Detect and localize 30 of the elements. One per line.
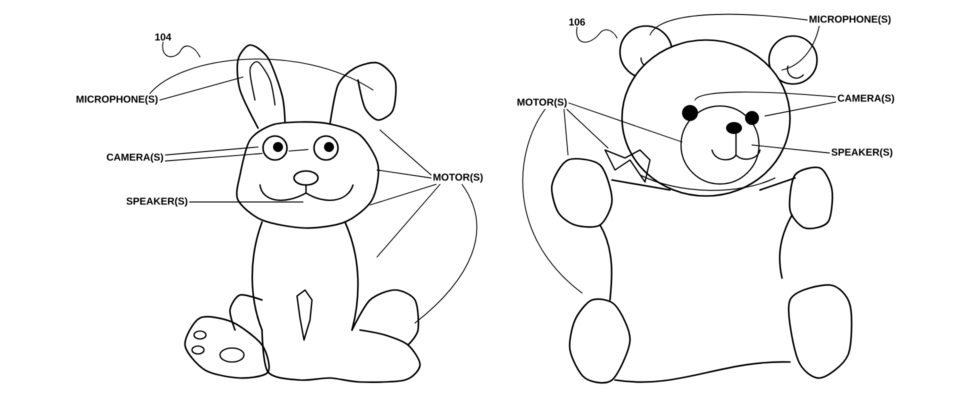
leader-line xyxy=(414,184,478,324)
leader-line xyxy=(566,108,608,148)
leader-line xyxy=(376,170,432,178)
callout-label: CAMERA(S) xyxy=(106,153,164,163)
callout-label: MOTOR(S) xyxy=(434,173,483,183)
leader-line xyxy=(370,184,437,206)
leader-line xyxy=(376,184,440,258)
callout-label: MICROPHONE(S) xyxy=(76,95,158,105)
leader-line xyxy=(576,26,618,43)
leader-line xyxy=(164,146,258,156)
leader-line xyxy=(149,58,374,94)
leader-line xyxy=(650,14,808,36)
leader-line xyxy=(564,108,568,156)
callout-label: MICROPHONE(S) xyxy=(810,15,891,25)
leader-line xyxy=(764,102,836,116)
callout-label: 106 xyxy=(569,18,585,26)
leader-line xyxy=(522,108,582,294)
leader-line xyxy=(159,76,244,100)
leader-line xyxy=(164,149,308,162)
leader-line xyxy=(694,92,836,100)
callout-label: CAMERA(S) xyxy=(838,94,894,104)
callout-label: MOTOR(S) xyxy=(518,98,567,108)
callout-label: SPEAKER(S) xyxy=(126,197,188,207)
leader-line xyxy=(568,102,682,142)
leader-line xyxy=(752,144,830,154)
leader-line xyxy=(782,26,820,70)
callout-label: SPEAKER(S) xyxy=(831,148,892,158)
leader-line xyxy=(380,130,432,176)
callout-label: 104 xyxy=(155,33,172,41)
leader-line xyxy=(162,42,200,58)
